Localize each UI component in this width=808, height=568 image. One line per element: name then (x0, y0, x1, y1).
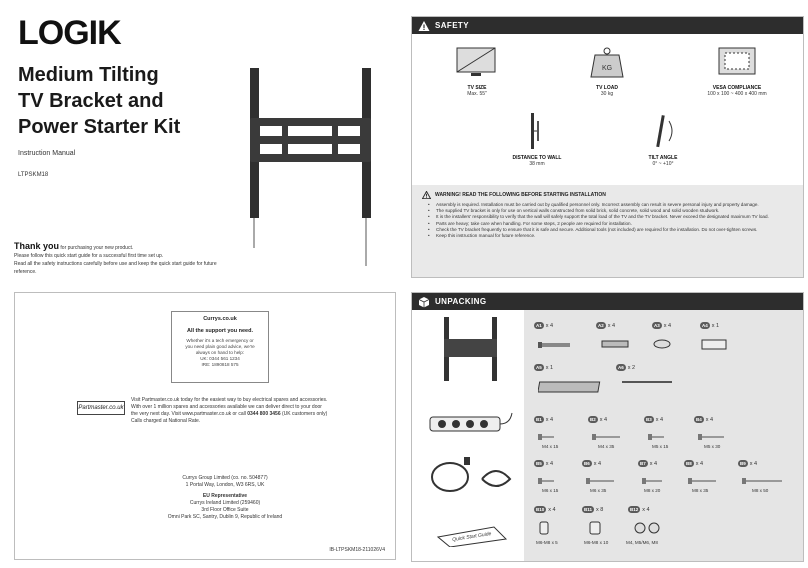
warning-icon (422, 191, 431, 199)
wall-plate-icon (538, 381, 601, 393)
lag-bolt-icon (601, 340, 629, 348)
size-b10: M6-M8 x 5 (536, 540, 558, 545)
spec-distance: DISTANCE TO WALL 38 mm (482, 111, 592, 167)
currys-site: Currys.co.uk (203, 316, 237, 322)
warning-item: It is the installers' responsibility to … (422, 214, 795, 220)
size-b3: M5 x 15 (652, 444, 669, 449)
size-b7: M8 x 20 (644, 488, 661, 493)
screws-row-b1-b4 (538, 434, 724, 440)
size-b6: M6 x 35 (590, 488, 607, 493)
warning-item: Check the TV bracket frequently to ensur… (422, 227, 795, 233)
eu-representative: EU Representative Currys Ireland Limited… (167, 493, 283, 520)
warning-item: The supplied TV bracket is only for use … (422, 208, 795, 214)
spacers-row (539, 521, 660, 535)
warning-box: WARNING! READ THE FOLLOWING BEFORE START… (412, 185, 803, 277)
document-reference: IB-LTPSKM18-211026V4 (329, 547, 385, 553)
support-title: All the support you need. (186, 328, 253, 334)
warning-title: WARNING! READ THE FOLLOWING BEFORE START… (422, 191, 795, 199)
bracket-part-illustration (444, 317, 497, 381)
currys-group-address: Currys Group Limited (co. no. 504877) 1 … (182, 475, 268, 488)
manual-subtitle: Instruction Manual (18, 150, 76, 157)
wall-distance-icon (531, 113, 539, 149)
quick-start-guide-illustration: Quick Start Guide (436, 526, 508, 547)
thanks-text: Thank you for purchasing your new produc… (14, 241, 217, 276)
warning-triangle-icon (418, 20, 430, 31)
kg-label: KG (602, 65, 612, 72)
partmaster-text: Visit Partmaster.co.uk today for the eas… (131, 397, 328, 424)
safety-bar-icon (622, 381, 672, 383)
warning-item: Assembly is required. Installation must … (422, 202, 795, 208)
product-title: Medium Tilting TV Bracket and Power Star… (18, 64, 181, 138)
screws-row-b5-b9 (538, 478, 782, 484)
size-b5: M6 x 15 (542, 488, 559, 493)
support-text: Whether it's a tech emergency or you nee… (185, 338, 255, 367)
spec-tv-load: KG TV LOAD 30 kg (552, 45, 662, 97)
weight-icon: KG (590, 47, 624, 78)
tilt-angle-icon (656, 115, 673, 148)
spec-tilt: TILT ANGLE 0° ~ +10° (608, 111, 718, 167)
size-b11: M6-M8 x 10 (584, 540, 609, 545)
safety-panel: SAFETY TV SIZE Max. 55" KG TV LOAD 30 kg (411, 16, 804, 278)
currys-support-box: Currys.co.uk All the support you need. W… (171, 311, 269, 383)
size-b9: M8 x 50 (752, 488, 769, 493)
size-b4: M5 x 30 (704, 444, 721, 449)
size-b2: M4 x 35 (598, 444, 615, 449)
hdmi-cable-and-ties-illustration (431, 457, 512, 492)
logik-logo: LOGIK (18, 14, 122, 52)
wall-plug-icon (538, 342, 570, 348)
size-b1: M4 x 15 (542, 444, 559, 449)
warning-list: Assembly is required. Installation must … (422, 202, 795, 239)
safety-header: SAFETY (412, 17, 803, 34)
model-number: LTPSKM18 (18, 172, 49, 178)
level-icon (701, 339, 727, 350)
warning-item: Keep this instruction manual for future … (422, 233, 795, 239)
power-strip-illustration (429, 412, 513, 432)
spec-vesa: VESA COMPLIANCE 100 x 100 ~ 400 x 400 mm (682, 45, 792, 97)
cover-panel: LOGIK Medium Tilting TV Bracket and Powe… (0, 0, 398, 282)
spec-tv-size: TV SIZE Max. 55" (422, 45, 532, 97)
washer-icon (653, 339, 671, 349)
size-b8: M8 x 35 (692, 488, 709, 493)
box-icon (418, 296, 430, 307)
back-cover-panel: Currys.co.uk All the support you need. W… (14, 292, 396, 560)
partmaster-logo: Partmaster.co.uk (77, 401, 125, 415)
tv-icon (456, 47, 496, 76)
vesa-icon (718, 47, 756, 75)
size-b12: M4, M5/M6, M8 (626, 540, 658, 545)
spec-icons: TV SIZE Max. 55" KG TV LOAD 30 kg VESA C… (412, 43, 803, 193)
unpacking-header: UNPACKING (412, 293, 803, 310)
tv-bracket-illustration (250, 68, 371, 266)
warning-item: Parts are heavy; take care when handling… (422, 221, 795, 227)
